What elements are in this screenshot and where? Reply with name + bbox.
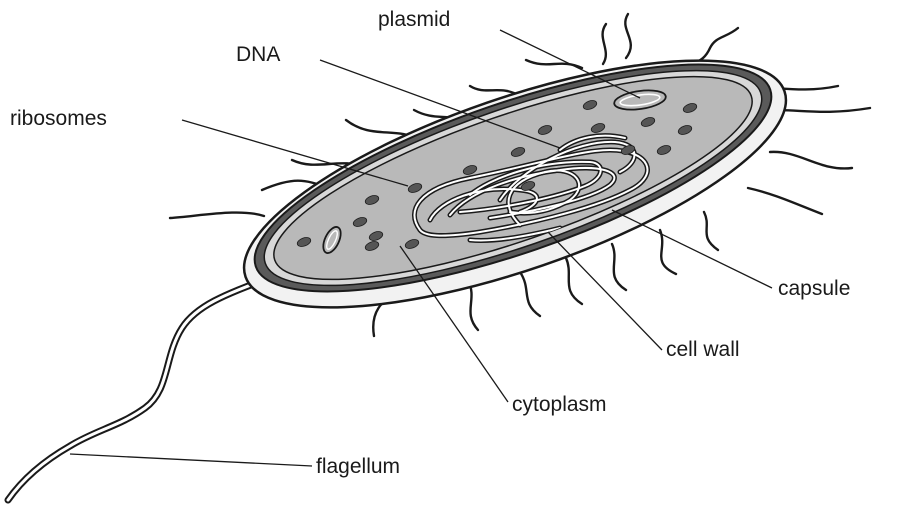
pilus: [625, 14, 631, 58]
label-cell-wall: cell wall: [666, 339, 740, 360]
label-plasmid: plasmid: [378, 9, 450, 30]
pilus: [748, 188, 822, 214]
pilus: [526, 60, 582, 68]
flagellum-shape: [8, 266, 300, 500]
label-capsule: capsule: [778, 278, 850, 299]
leader-flagellum: [70, 454, 312, 466]
pilus: [612, 244, 626, 290]
label-cytoplasm: cytoplasm: [512, 394, 607, 415]
leader-capsule: [612, 210, 772, 288]
pilus: [704, 212, 718, 250]
pilus: [520, 272, 540, 316]
leader-cell-wall: [548, 232, 662, 350]
label-ribosomes: ribosomes: [10, 108, 107, 129]
pilus: [170, 213, 264, 218]
label-flagellum: flagellum: [316, 456, 400, 477]
pilus: [603, 24, 606, 64]
label-dna: DNA: [236, 44, 280, 65]
pilus: [770, 152, 852, 169]
